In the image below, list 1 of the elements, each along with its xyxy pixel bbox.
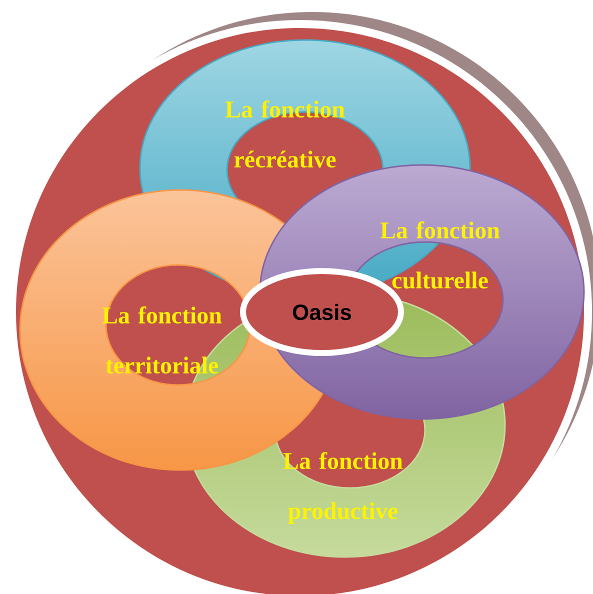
ring-label: La fonction récréative bbox=[225, 100, 345, 168]
